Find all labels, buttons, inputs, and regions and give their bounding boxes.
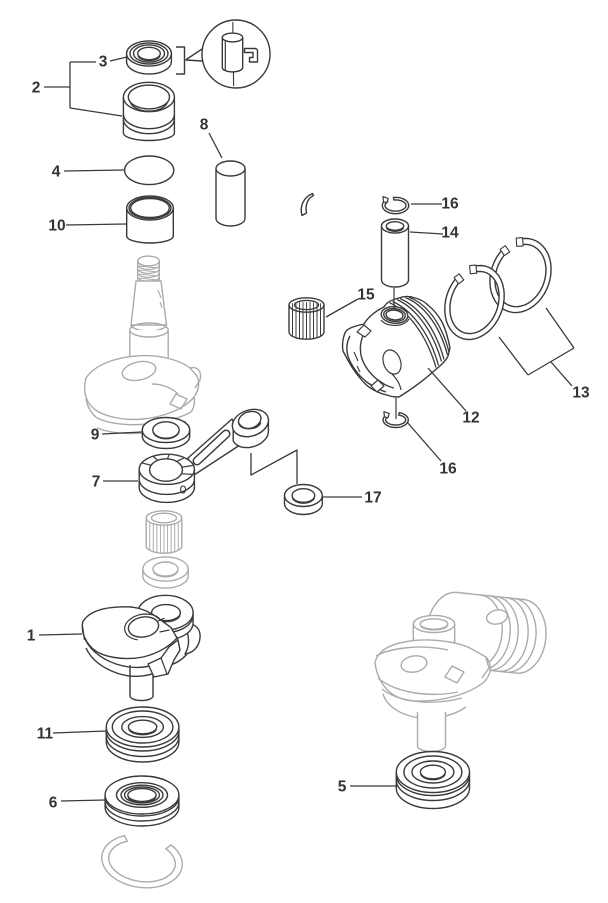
svg-text:8: 8 xyxy=(200,117,209,134)
svg-text:6: 6 xyxy=(49,795,58,812)
svg-text:12: 12 xyxy=(462,410,479,427)
svg-text:5: 5 xyxy=(338,779,347,796)
svg-text:13: 13 xyxy=(572,385,590,402)
svg-text:16: 16 xyxy=(439,461,457,478)
svg-text:14: 14 xyxy=(441,225,459,242)
svg-text:7: 7 xyxy=(92,474,101,491)
svg-text:10: 10 xyxy=(48,218,65,235)
svg-text:9: 9 xyxy=(91,427,100,444)
svg-text:3: 3 xyxy=(99,54,108,71)
svg-text:2: 2 xyxy=(32,80,41,97)
svg-text:16: 16 xyxy=(441,196,459,213)
svg-text:4: 4 xyxy=(52,164,61,181)
svg-text:15: 15 xyxy=(357,287,375,304)
svg-text:1: 1 xyxy=(27,628,36,645)
svg-text:17: 17 xyxy=(364,490,381,507)
svg-text:11: 11 xyxy=(37,726,54,743)
